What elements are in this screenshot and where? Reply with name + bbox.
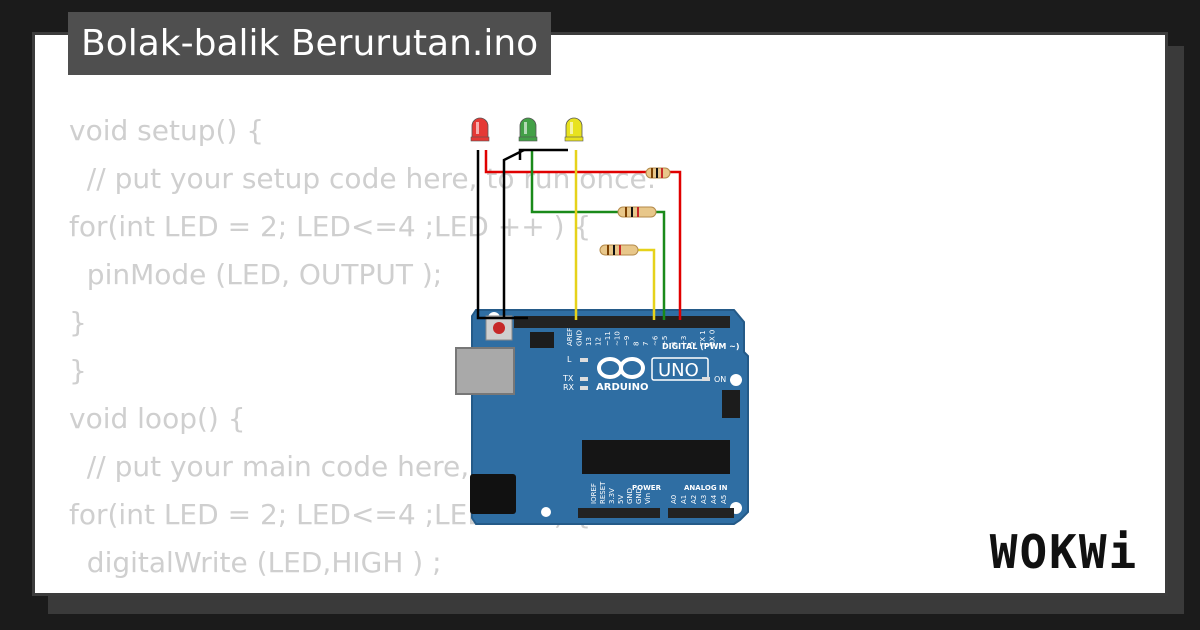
pin-label: 8 xyxy=(633,342,641,346)
usb-port xyxy=(455,347,515,395)
digital-header-label: DIGITAL (PWM ~) xyxy=(662,342,740,351)
pin-label: TX 1 xyxy=(699,330,707,347)
reset-button xyxy=(485,315,513,341)
pin-label: GND xyxy=(576,330,584,346)
pin-label: A5 xyxy=(720,495,728,504)
pin-label: A4 xyxy=(710,494,718,504)
pin-label: AREF xyxy=(566,328,574,346)
pin-label: GND xyxy=(626,488,634,504)
pin-label: 13 xyxy=(585,337,593,346)
pin-label: ~6 xyxy=(652,335,660,346)
pin-label: ~10 xyxy=(614,331,622,346)
pin-label: 2 xyxy=(690,342,698,346)
pin-label: ~9 xyxy=(623,336,631,346)
pin-label: RX 0 xyxy=(709,330,717,346)
power-header xyxy=(578,508,660,518)
code-line: for(int LED = 2; LED<=4 ;LED ++ ) { xyxy=(69,210,592,243)
pin-label: ~3 xyxy=(680,336,688,346)
uno-model: UNO xyxy=(658,360,699,381)
led-yellow[interactable] xyxy=(564,117,584,142)
pin-label: ~5 xyxy=(661,336,669,346)
pin-label: 3.3V xyxy=(608,488,616,504)
wire-black-2 xyxy=(502,148,525,318)
atmega-chip xyxy=(582,440,730,474)
code-line: } xyxy=(69,354,87,387)
tx-label: TX xyxy=(562,374,574,383)
code-line: pinMode (LED, OUTPUT ); xyxy=(69,258,443,291)
arduino-infinity-logo xyxy=(597,357,645,379)
power-label: POWER xyxy=(632,484,662,492)
digital-header xyxy=(514,316,730,328)
l-label: L xyxy=(567,355,572,364)
pin-label: A1 xyxy=(680,495,688,504)
project-title[interactable]: Bolak-balik Berurutan.ino xyxy=(68,12,552,75)
code-line: } xyxy=(69,306,87,339)
pin-label: A3 xyxy=(700,495,708,504)
resistors xyxy=(599,167,671,256)
leds xyxy=(470,117,584,142)
code-line: for(int LED = 2; LED<=4 ;LED ++ ) { xyxy=(69,498,592,531)
arduino-brand: ARDUINO xyxy=(596,382,648,393)
pin-label: 5V xyxy=(617,495,625,504)
wire-black-1 xyxy=(476,150,528,320)
pin-label: 7 xyxy=(642,342,650,346)
wokwi-logo-text: WOKWi xyxy=(989,525,1139,579)
pin-label: Vin xyxy=(644,493,652,504)
power-jack xyxy=(470,474,516,514)
wire-red xyxy=(484,150,682,320)
led-red[interactable] xyxy=(470,117,490,142)
analog-label: ANALOG IN xyxy=(684,484,728,492)
wire-green xyxy=(530,150,666,320)
resistor-3 xyxy=(599,244,639,256)
on-label: ON xyxy=(714,375,726,384)
pin-label: GND xyxy=(635,488,643,504)
pin-label: RESET xyxy=(599,481,607,504)
code-line: digitalWrite (LED,HIGH ) ; xyxy=(69,546,442,579)
pin-label: A2 xyxy=(690,495,698,504)
pin-label: A0 xyxy=(670,495,678,504)
pin-label: ~11 xyxy=(604,331,612,346)
code-line: void setup() { xyxy=(69,114,265,147)
pin-label: 4 xyxy=(671,341,679,346)
resistor-1 xyxy=(645,167,671,179)
pin-label: 12 xyxy=(595,337,603,346)
wokwi-logo[interactable]: WOKWi xyxy=(976,522,1152,582)
code-line: // put your setup code here, to run once… xyxy=(69,162,657,195)
arduino-uno-board: DIGITAL (PWM ~) ARDUINO UNO ON L TX RX P… xyxy=(455,309,749,525)
analog-header xyxy=(668,508,734,518)
wire-black-3 xyxy=(518,148,568,160)
resistor-2 xyxy=(617,206,657,218)
led-green[interactable] xyxy=(518,117,538,142)
pin-label: IOREF xyxy=(590,483,598,504)
code-line: void loop() { xyxy=(69,402,246,435)
code-preview: void setup() { // put your setup code he… xyxy=(69,107,729,593)
rx-label: RX xyxy=(563,383,575,392)
